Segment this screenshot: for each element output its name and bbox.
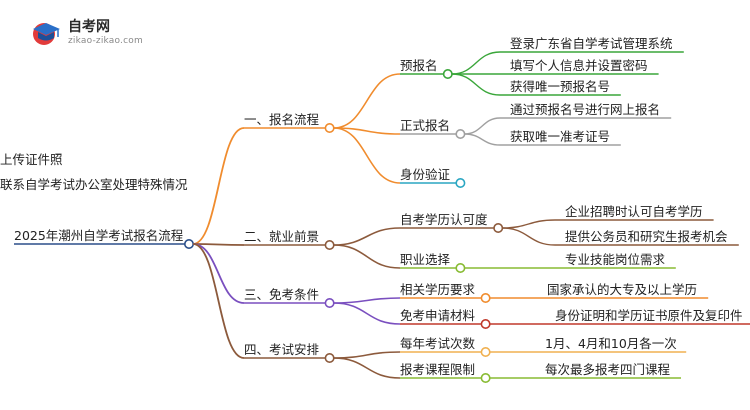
subtopic-node — [480, 318, 491, 329]
subtopic-node — [455, 262, 466, 273]
subtopic-to-leaf-line — [464, 133, 501, 146]
subtopic: 身份验证 — [400, 167, 451, 182]
leaf-item: 提供公务员和研究生报考机会 — [565, 229, 728, 244]
branch-to-subtopic-line — [333, 127, 401, 184]
subtopic-to-leaf-line — [502, 219, 556, 229]
leaf-item: 专业技能岗位需求 — [565, 252, 666, 267]
root-topic: 2025年潮州自学考试报名流程 — [14, 228, 184, 243]
leaf-item: 国家承认的大专及以上学历 — [547, 282, 697, 297]
branch-node — [324, 240, 335, 251]
branch-to-subtopic-line — [333, 297, 401, 304]
leaf-item: 1月、4月和10月各一次 — [545, 336, 677, 351]
root-to-branch-line — [192, 243, 245, 359]
leaf-item: 身份证明和学历证书原件及复印件 — [555, 308, 743, 323]
logo: 自考网 zikao-zikao.com — [30, 14, 150, 56]
subtopic-node — [455, 129, 466, 140]
logo-graduation-cap-icon — [33, 23, 60, 45]
subtopic-node — [493, 223, 504, 234]
subtopic-to-leaf-line — [451, 51, 501, 75]
branch-to-subtopic-line — [333, 73, 401, 129]
branch-topic: 二、就业前景 — [244, 229, 319, 244]
branch-to-subtopic-line — [333, 351, 401, 359]
subtopic-to-leaf-line — [502, 227, 556, 246]
subtopic-node — [455, 178, 466, 189]
root-node — [184, 239, 195, 250]
root-to-branch-line — [192, 243, 245, 304]
leaf-item: 获取唯一准考证号 — [510, 129, 610, 144]
branch-node — [324, 297, 335, 308]
leaf-item: 联系自学考试办公室处理特殊情况 — [0, 177, 188, 192]
subtopic: 相关学历要求 — [400, 282, 476, 297]
branch-to-subtopic-line — [333, 302, 401, 325]
branch-node — [324, 123, 335, 134]
branch-topic: 四、考试安排 — [244, 342, 320, 357]
subtopic-node — [480, 346, 491, 357]
subtopic-to-leaf-line — [451, 73, 501, 96]
branch-to-subtopic-line — [333, 127, 401, 135]
leaf-item: 每次最多报考四门课程 — [545, 362, 671, 377]
branch-to-subtopic-line — [333, 244, 401, 269]
leaf-item: 获得唯一预报名号 — [510, 79, 610, 94]
subtopic: 正式报名 — [400, 118, 450, 133]
logo-title: 自考网 — [68, 19, 110, 35]
root-to-branch-line — [192, 243, 245, 246]
subtopic-to-leaf-line — [464, 117, 501, 135]
subtopic: 每年考试次数 — [400, 336, 476, 351]
leaf-item: 上传证件照 — [0, 152, 63, 167]
branch-to-subtopic-line — [333, 357, 401, 379]
subtopic: 报考课程限制 — [400, 362, 475, 377]
subtopic-node — [480, 372, 491, 383]
branch-node — [324, 352, 335, 363]
branch-topic: 一、报名流程 — [244, 112, 320, 127]
leaf-item: 企业招聘时认可自考学历 — [565, 204, 703, 219]
subtopic-node — [442, 69, 453, 80]
branch-to-subtopic-line — [333, 227, 401, 246]
logo-url: zikao-zikao.com — [68, 36, 143, 46]
subtopic: 预报名 — [400, 58, 438, 73]
branch-topic: 三、免考条件 — [244, 287, 319, 302]
leaf-item: 通过预报名号进行网上报名 — [510, 102, 660, 117]
root-to-branch-line — [192, 127, 245, 245]
subtopic: 自考学历认可度 — [400, 212, 488, 227]
subtopic: 免考申请材料 — [400, 308, 476, 323]
subtopic-node — [480, 292, 491, 303]
leaf-item: 填写个人信息并设置密码 — [510, 58, 648, 73]
leaf-item: 登录广东省自学考试管理系统 — [510, 36, 673, 51]
subtopic: 职业选择 — [400, 252, 451, 267]
